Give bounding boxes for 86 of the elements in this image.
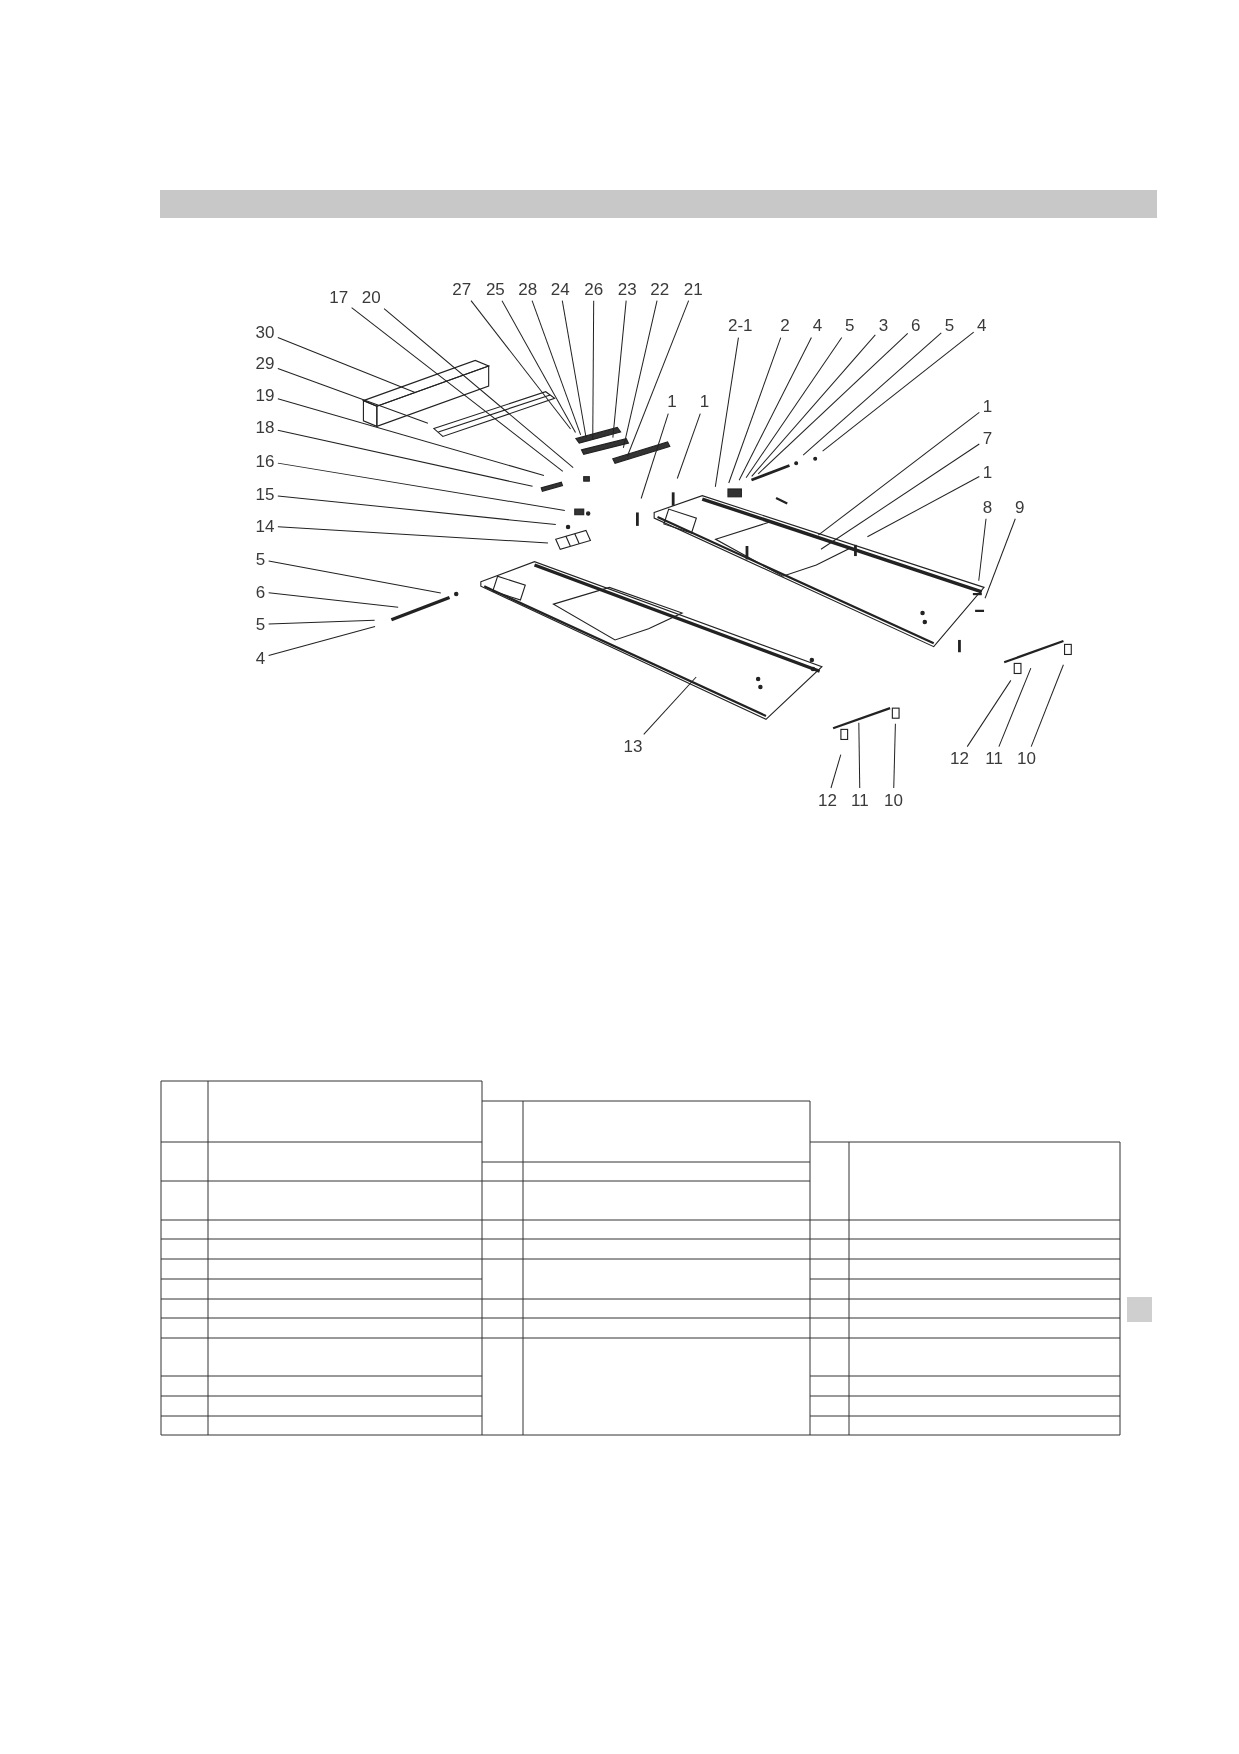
leader-line [268,625,376,657]
callout-number: 20 [361,288,381,306]
callout-number: 14 [255,517,275,535]
callout-number: 12 [950,749,969,767]
leader-line [978,518,987,582]
leader-line [822,331,975,452]
callout-number: 10 [1017,749,1036,767]
leader-line [817,411,980,536]
callout-number: 5 [845,316,855,334]
callout-number: 15 [255,485,275,503]
leader-line [277,462,566,511]
leader-line [268,619,376,625]
callout-number: 1 [699,392,710,410]
callout-number: 13 [623,737,643,755]
leader-line [966,679,1012,748]
leader-line [277,398,545,476]
callout-number: 2 [780,316,790,334]
leader-line [268,592,399,608]
callout-number: 1 [982,463,993,481]
callout-number: 5 [255,615,266,633]
callout-number: 16 [255,452,275,470]
callout-number: 1 [982,397,993,415]
callout-number: 9 [1015,498,1025,516]
leader-line [622,300,658,449]
callout-number: 11 [851,791,869,809]
leader-line [277,429,534,487]
leader-line [268,560,442,594]
leader-line [738,337,812,481]
callout-number: 29 [255,354,275,372]
leader-line [745,337,843,479]
callout-number: 12 [818,791,837,809]
leader-line [277,495,557,526]
callout-number: 8 [982,498,993,516]
leader-line [751,334,876,477]
leader-line [757,332,909,475]
callout-number: 2-1 [728,316,753,334]
callout-number: 28 [518,280,538,297]
leader-line [866,476,980,538]
leader-line [501,300,576,433]
callout-number: 4 [255,649,266,666]
leader-line [640,413,669,499]
callout-number: 18 [255,418,275,436]
leader-line [592,300,595,441]
leader-line [643,676,697,735]
leader-line [998,667,1032,748]
callout-number: 1 [667,392,677,410]
callout-number: 6 [911,316,921,334]
leader-line [714,337,739,488]
callout-number: 25 [485,280,505,297]
callout-number: 21 [683,280,703,297]
leader-line [802,332,942,456]
leader-line [351,307,564,472]
leader-line [383,308,574,469]
callout-number: 11 [985,749,1003,767]
callout-number: 5 [255,550,266,568]
leader-line [470,300,572,430]
callout-number: 26 [584,280,604,297]
leader-line [531,300,582,436]
leader-line [893,723,896,789]
callout-number: 3 [878,316,889,334]
callout-number: 7 [982,429,993,447]
leader-line [984,518,1016,599]
leader-line [612,300,627,439]
callout-number: 17 [329,288,349,306]
callout-number: 19 [255,386,275,404]
leader-line [728,337,782,484]
callout-number: 10 [884,791,903,809]
callout-number: 22 [650,280,670,297]
leader-line [626,300,690,457]
callout-number: 5 [944,316,955,334]
leader-line [820,443,980,550]
callout-number: 6 [255,583,266,601]
callout-number: 24 [550,280,570,297]
leader-line [277,337,417,394]
leader-line [277,526,549,544]
leader-line [277,367,429,424]
leader-line [1030,664,1064,748]
leader-line [676,413,701,479]
callout-number: 27 [452,280,472,297]
callout-number: 4 [812,316,823,334]
leader-line [858,722,861,789]
callout-number: 4 [977,316,987,334]
callout-number: 30 [255,323,275,341]
leader-line [561,300,587,439]
callout-number: 23 [617,280,637,297]
leader-line [830,754,842,789]
